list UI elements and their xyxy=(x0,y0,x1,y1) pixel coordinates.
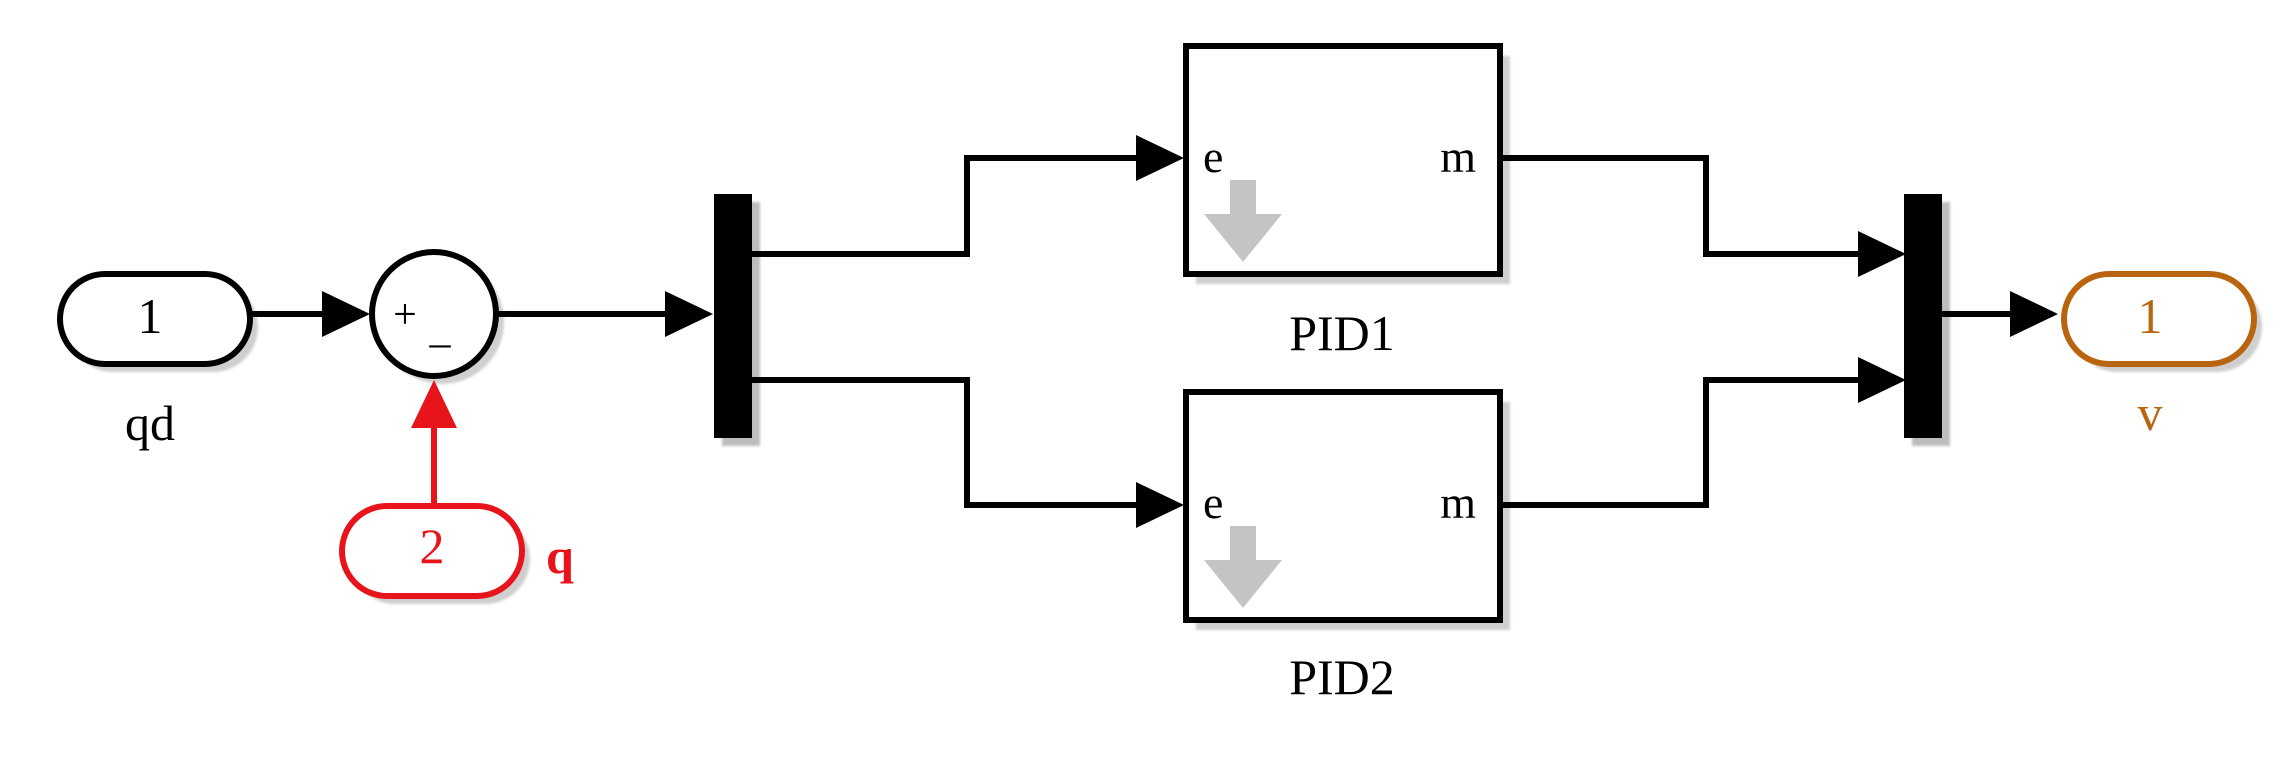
inport-qd-name: qd xyxy=(125,395,175,451)
wire-demux-to-pid2[interactable] xyxy=(752,377,1184,528)
arrowhead-icon xyxy=(1858,231,1906,277)
pid1-name: PID1 xyxy=(1289,305,1395,361)
pid2-output-label: m xyxy=(1440,477,1476,528)
outport-v-body xyxy=(2061,271,2257,367)
arrowhead-icon xyxy=(1136,135,1184,181)
pid1-block[interactable]: e m xyxy=(1183,43,1510,284)
pid1-output-label: m xyxy=(1440,131,1476,182)
inport-qd-body xyxy=(57,271,253,367)
inport-qd[interactable]: 1 xyxy=(57,271,258,372)
arrowhead-icon xyxy=(665,291,713,337)
outport-v-number: 1 xyxy=(2138,288,2163,344)
pid2-name: PID2 xyxy=(1289,649,1395,705)
outport-v-name: v xyxy=(2138,385,2163,441)
arrowhead-icon xyxy=(1136,482,1184,528)
sum-block[interactable]: + _ xyxy=(369,249,504,384)
wire-demux-to-pid1[interactable] xyxy=(752,135,1184,257)
wire-mux-to-outport[interactable] xyxy=(1942,291,2058,337)
pid1-input-label: e xyxy=(1203,131,1223,182)
down-arrow-icon xyxy=(1204,180,1282,262)
wire-sum-to-demux[interactable] xyxy=(496,291,713,337)
inport-q-name: q xyxy=(546,528,574,584)
sum-plus-sign: + xyxy=(393,292,417,338)
arrowhead-icon xyxy=(2010,291,2058,337)
mux-block[interactable] xyxy=(1904,194,1950,446)
sum-minus-sign: _ xyxy=(429,306,452,352)
arrowhead-icon xyxy=(322,291,370,337)
down-arrow-icon xyxy=(1204,526,1282,608)
inport-q-number: 2 xyxy=(420,518,445,574)
demux-bar-icon xyxy=(714,194,752,438)
mux-bar-icon xyxy=(1904,194,1942,438)
pid2-block[interactable]: e m xyxy=(1183,389,1510,630)
pid2-input-label: e xyxy=(1203,477,1223,528)
arrowhead-icon xyxy=(411,380,457,428)
wire-qd-to-sum[interactable] xyxy=(250,291,370,337)
wire-pid1-to-mux[interactable] xyxy=(1500,155,1906,277)
arrowhead-icon xyxy=(1858,357,1906,403)
wire-q-to-sum[interactable] xyxy=(411,380,457,506)
outport-v[interactable]: 1 xyxy=(2061,271,2262,372)
wire-pid2-to-mux[interactable] xyxy=(1500,357,1906,508)
demux-block[interactable] xyxy=(714,194,760,446)
inport-qd-number: 1 xyxy=(138,288,163,344)
inport-q[interactable]: 2 xyxy=(339,503,530,604)
